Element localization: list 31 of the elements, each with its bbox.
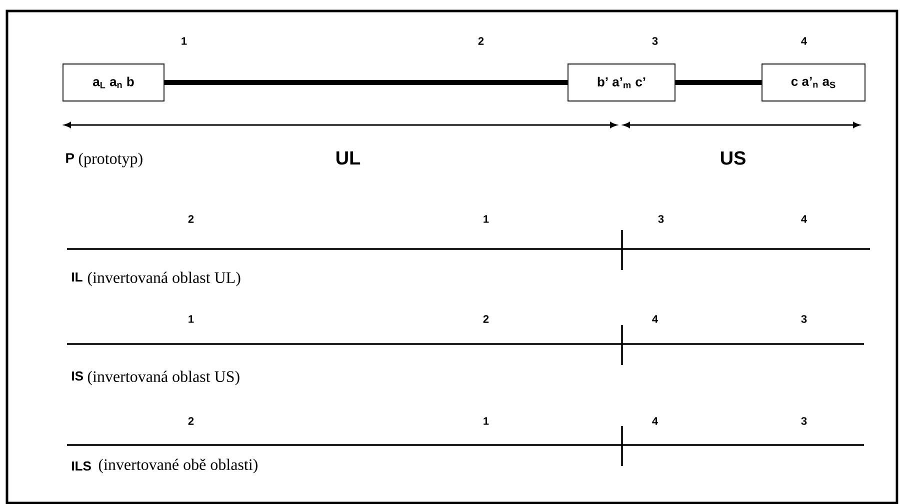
segment-number: 2 (188, 417, 194, 425)
form-label: IL (72, 272, 82, 282)
segment-number: 4 (652, 417, 658, 425)
description-text: (invertované obě oblasti) (98, 458, 258, 474)
segment-number: 4 (801, 215, 807, 223)
segment-number: 2 (478, 37, 484, 45)
genome-line (675, 80, 762, 85)
gene-box: a$_{L}$ a$_{n}$ b (62, 64, 164, 102)
description-text: (invertovaná oblast UL) (88, 272, 240, 286)
form-label: ILS (72, 461, 91, 471)
segment-number: 2 (188, 215, 194, 223)
form-label: IS (72, 371, 83, 381)
description-text: (invertovaná oblast US) (88, 370, 240, 386)
segment-number: 3 (801, 417, 807, 425)
segment-number: 1 (484, 215, 489, 223)
segment-number: 3 (801, 315, 807, 323)
form-label: P (66, 153, 74, 163)
segment-number: 1 (182, 37, 187, 45)
segment-number: 1 (188, 315, 194, 323)
genome-line (164, 80, 568, 85)
segment-number: 3 (658, 215, 664, 223)
gene-box: b’ a’$_{m}$ c’ (568, 64, 676, 102)
region-label: US (720, 151, 746, 165)
description-text: (prototyp) (78, 152, 142, 168)
segment-number: 4 (801, 37, 807, 45)
gene-box: c a’$_{n}$ a$_{S}$ (762, 64, 866, 102)
segment-number: 2 (483, 315, 489, 323)
segment-number: 4 (652, 315, 658, 323)
segment-number: 3 (652, 37, 658, 45)
segment-number: 1 (484, 417, 489, 425)
region-label: UL (336, 151, 360, 165)
